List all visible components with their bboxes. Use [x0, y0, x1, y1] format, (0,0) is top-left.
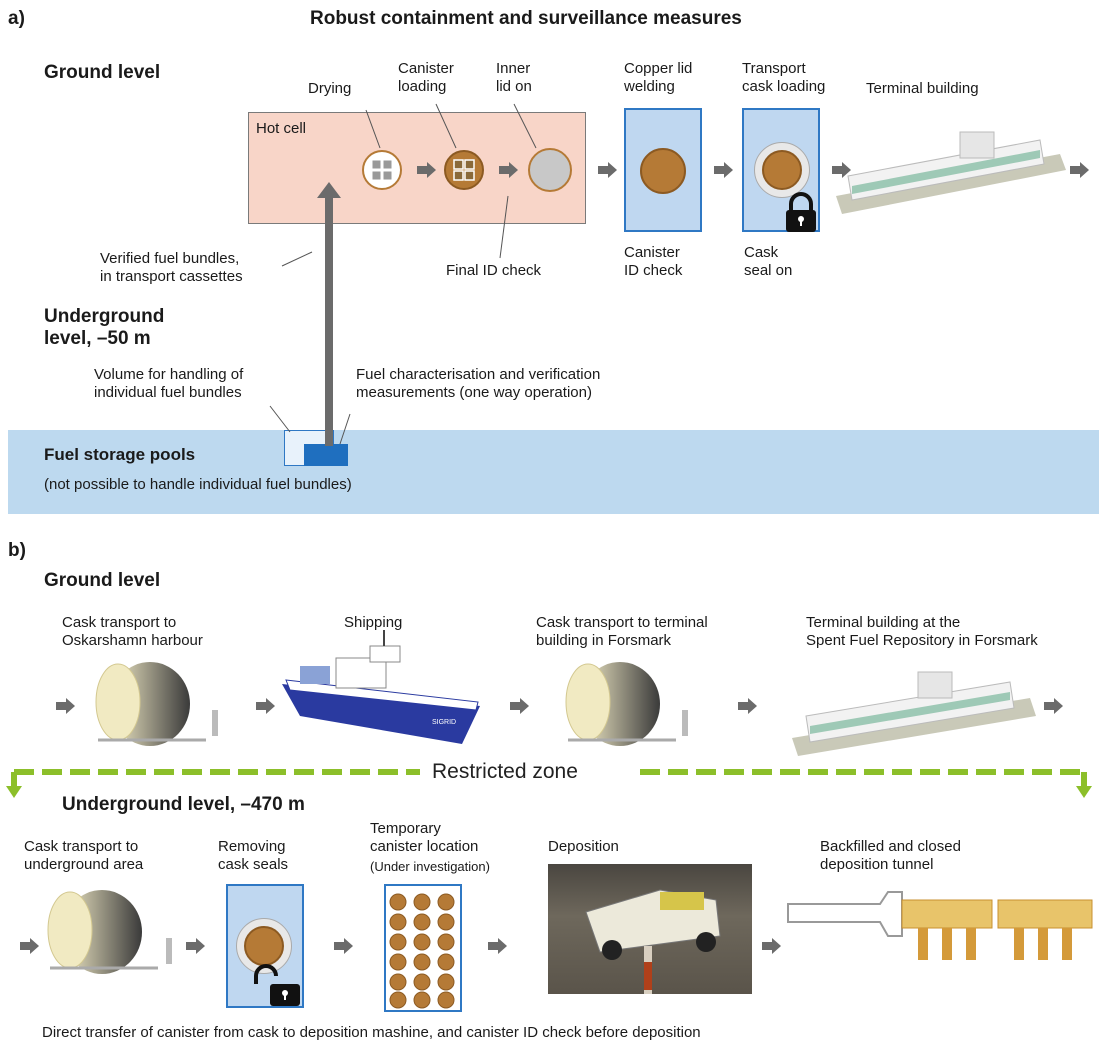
- step-transport-cask-label: Transport cask loading: [742, 60, 826, 95]
- footer-note: Direct transfer of canister from cask to…: [42, 1024, 701, 1041]
- final-id-check-label: Final ID check: [446, 262, 542, 279]
- part-a-arrows: [417, 162, 1089, 178]
- pointer-lines: [269, 103, 537, 445]
- volume-handling-label: Volume for handling of individual fuel b…: [94, 366, 244, 401]
- step-canister-loading-label: Canister loading: [398, 60, 454, 95]
- ug-step-3-note: (Under investigation): [370, 859, 490, 874]
- step-copper-lid-label: Copper lid welding: [624, 60, 693, 95]
- padlock-closed-icon: [786, 192, 816, 232]
- part-a-label: a): [8, 8, 25, 29]
- part-b-label: b): [8, 540, 26, 561]
- ug-step-4-label: Deposition: [548, 838, 619, 855]
- fuel-characterisation-label: Fuel characterisation and verification m…: [356, 366, 601, 401]
- verified-fuel-label: Verified fuel bundles, in transport cass…: [100, 250, 243, 285]
- step-drying-label: Drying: [308, 80, 352, 97]
- ground-step-4-label: Terminal building at the Spent Fuel Repo…: [806, 614, 1038, 649]
- part-a-ground-level: Ground level: [44, 62, 161, 83]
- ug-step-2-label: Removing cask seals: [218, 838, 289, 873]
- ship-name: SIGRID: [432, 719, 456, 726]
- part-a-title: Robust containment and surveillance meas…: [310, 8, 742, 29]
- terminal-building-a-icon: [836, 131, 1066, 214]
- part-b-arrows: [20, 698, 1063, 954]
- drying-fuel-disc: [362, 150, 402, 190]
- ug-step-3-label: Temporary canister location: [370, 820, 479, 855]
- ground-step-1-label: Cask transport to Oskarshamn harbour: [62, 614, 203, 649]
- step-inner-lid-label: Inner lid on: [496, 60, 532, 95]
- hot-cell-label: Hot cell: [256, 120, 307, 137]
- cask-transport-1-icon: [95, 662, 218, 746]
- backfilled-tunnel-icon: [787, 891, 1093, 960]
- underground-470-label: Underground level, –470 m: [62, 794, 305, 815]
- canister-in-cask-disc: [762, 150, 802, 190]
- ug-step-1-label: Cask transport to underground area: [24, 838, 144, 873]
- padlock-open-icon: [254, 964, 300, 1006]
- measurement-volume-box: [304, 444, 348, 466]
- deposition-machine-icon: [585, 889, 721, 994]
- step-terminal-label: Terminal building: [866, 80, 979, 97]
- ground-step-3-label: Cask transport to terminal building in F…: [536, 614, 708, 649]
- ug-step-5-label: Backfilled and closed deposition tunnel: [820, 838, 961, 873]
- shaft-arrowhead: [317, 182, 341, 198]
- cask-transport-2-icon: [565, 662, 688, 746]
- cask-transport-3-icon: [47, 890, 172, 974]
- ship-icon: [282, 630, 480, 744]
- rack-canisters: [389, 893, 455, 1009]
- pools-title: Fuel storage pools: [44, 445, 196, 464]
- ground-step-2-label: Shipping: [344, 614, 403, 631]
- drying-fuel-grid-icon: [371, 159, 393, 181]
- restricted-right-arrowhead: [1076, 786, 1092, 798]
- part-b-ground-level: Ground level: [44, 570, 161, 591]
- canister-loading-disc: [444, 150, 484, 190]
- restricted-zone-label: Restricted zone: [432, 760, 578, 783]
- pools-note: (not possible to handle individual fuel …: [44, 476, 352, 493]
- inner-lid-disc: [528, 148, 572, 192]
- canister-grid-icon: [453, 159, 475, 181]
- vertical-transfer-shaft: [325, 196, 333, 446]
- restricted-zone-border: [11, 769, 1087, 786]
- terminal-building-b-icon: [792, 671, 1036, 756]
- fuel-storage-pools: [8, 430, 1099, 514]
- canister-id-check-label: Canister ID check: [624, 244, 683, 279]
- restricted-left-arrowhead: [6, 786, 22, 798]
- cask-seal-label: Cask seal on: [744, 244, 793, 279]
- copper-lid-disc: [640, 148, 686, 194]
- underground-50-label: Underground level, –50 m: [44, 306, 165, 349]
